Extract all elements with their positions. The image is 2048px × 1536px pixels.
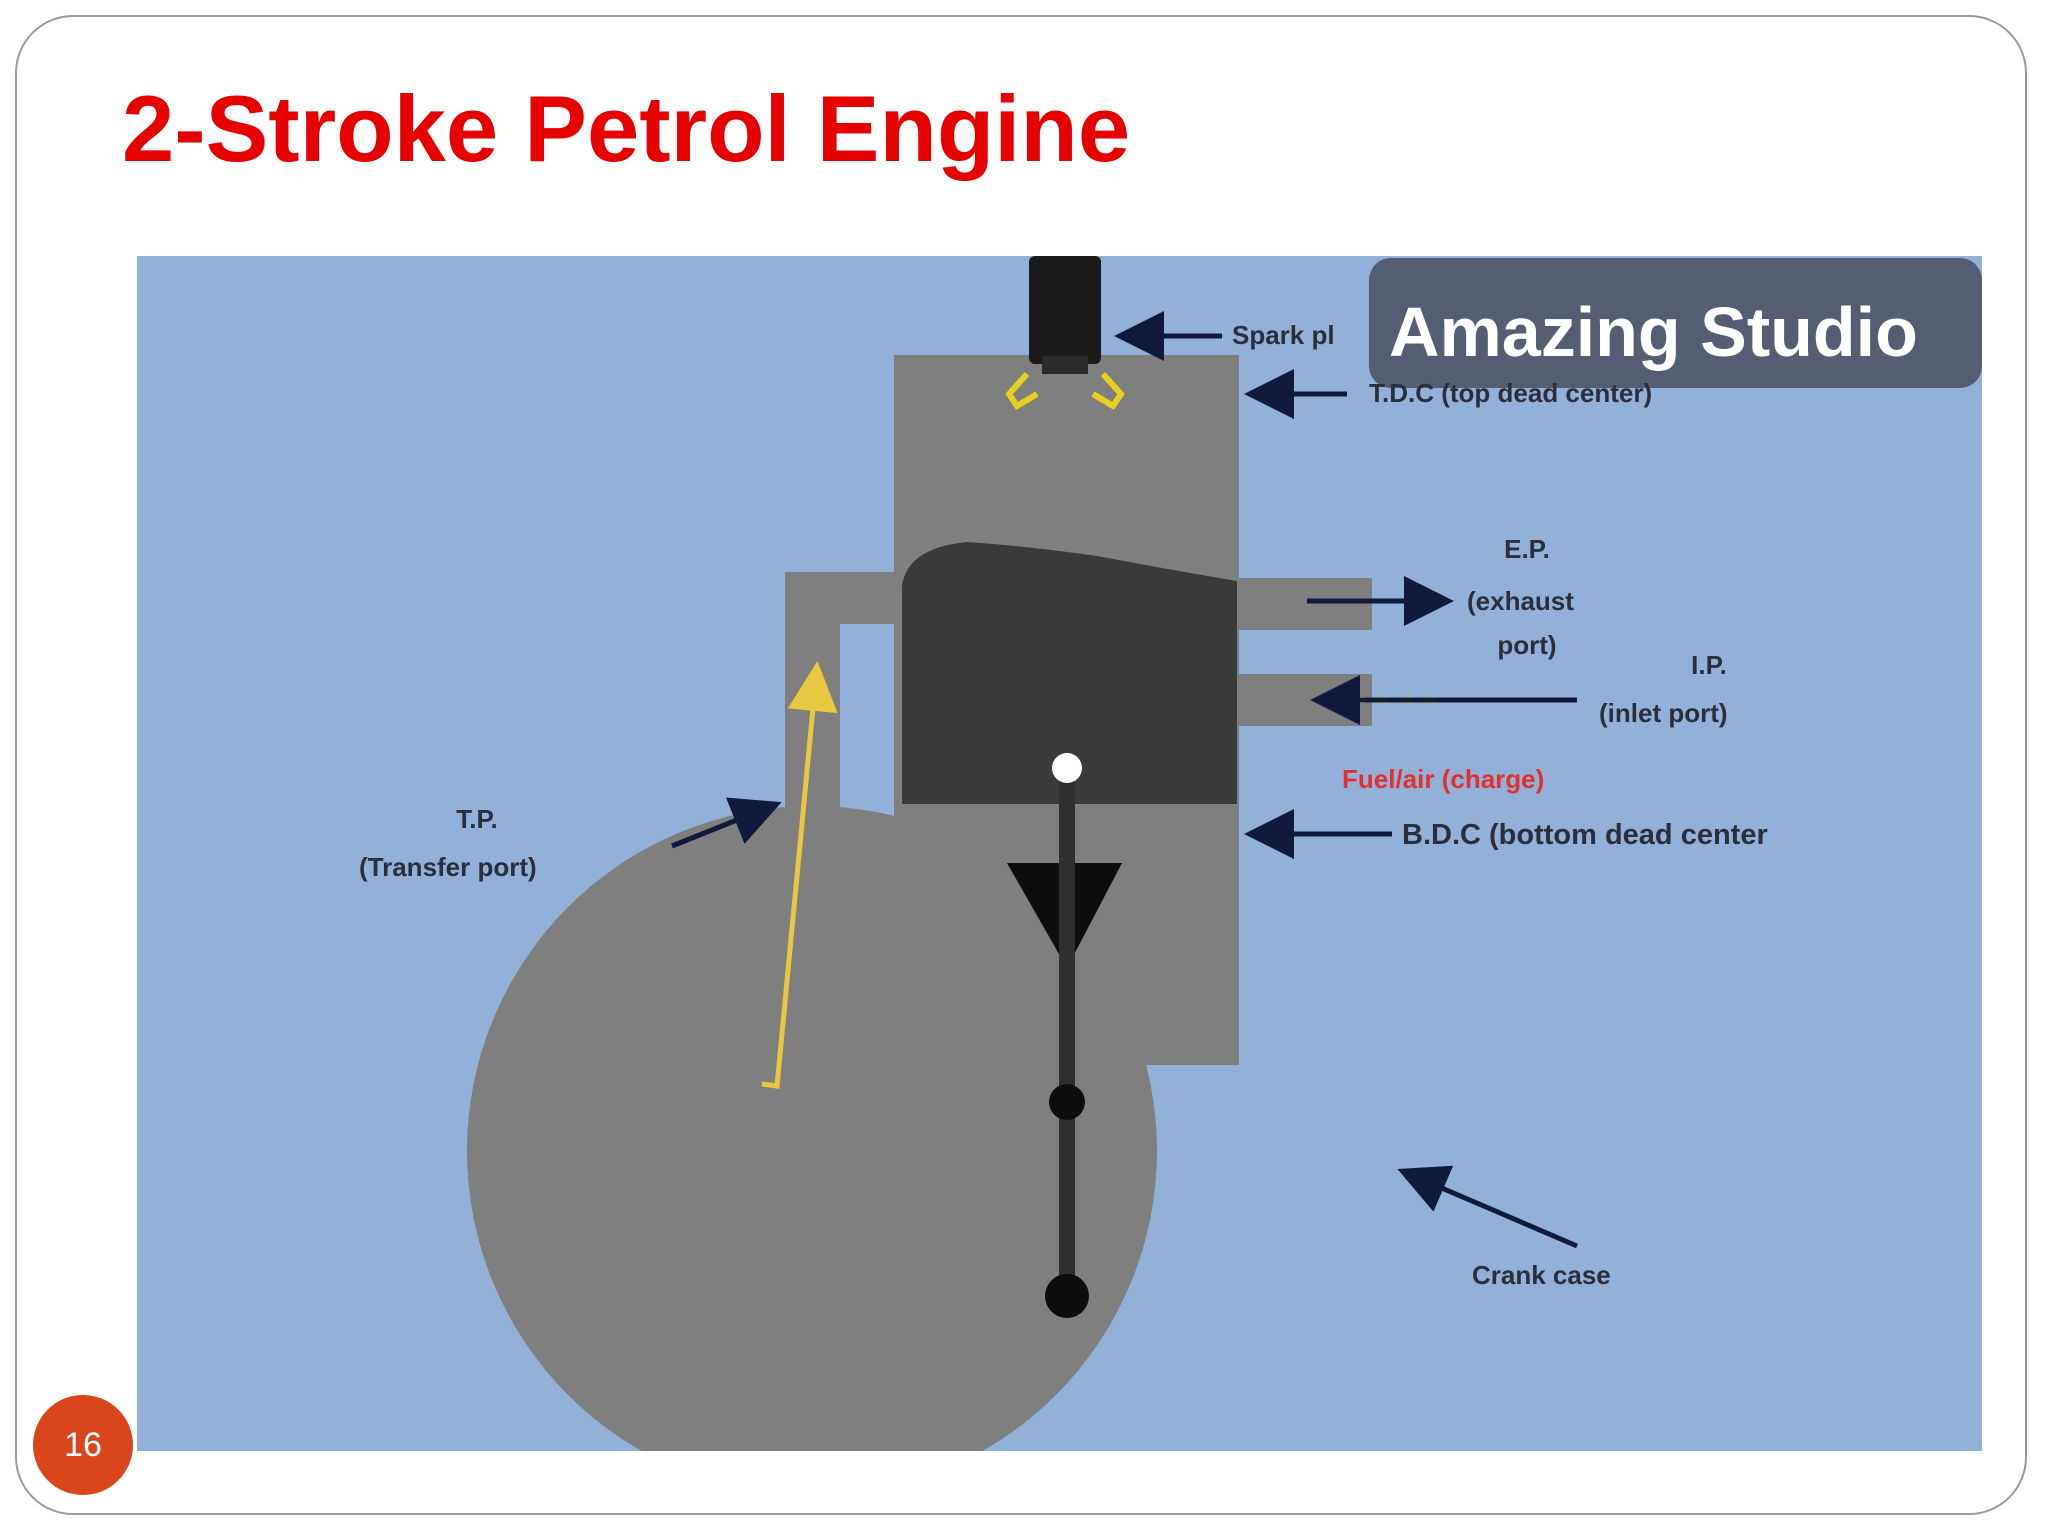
engine-diagram-svg: Amazing Studio Spark pl T.D.C (top dead …	[359, 256, 1982, 1451]
crank-case-arrow	[1397, 1165, 1578, 1249]
label-bdc: B.D.C (bottom dead center	[1402, 819, 1768, 851]
label-ep-line2: port)	[1497, 630, 1556, 660]
exhaust-port	[1237, 578, 1372, 630]
transfer-flow-arrow	[761, 661, 838, 1089]
label-ep-abbr: E.P.	[1504, 534, 1550, 564]
label-ip-name: (inlet port)	[1599, 698, 1728, 728]
gudgeon-pin	[1052, 753, 1082, 783]
engine-diagram: Amazing Studio Spark pl T.D.C (top dead …	[137, 256, 1982, 1451]
spark-electrodes	[1005, 371, 1125, 411]
crank-pin	[1049, 1084, 1085, 1120]
label-crank-case: Crank case	[1472, 1260, 1611, 1290]
label-tp-name: (Transfer port)	[359, 852, 537, 882]
crankshaft-center	[1045, 1274, 1089, 1318]
spark-plug	[1029, 256, 1101, 364]
watermark-text: Amazing Studio	[1389, 293, 1918, 371]
piston	[902, 542, 1237, 804]
transfer-port-duct-side	[785, 572, 840, 1182]
label-fuel-charge: Fuel/air (charge)	[1342, 764, 1544, 794]
spark-plug-base	[1042, 356, 1088, 374]
label-tdc: T.D.C (top dead center)	[1369, 378, 1652, 408]
label-tp-abbr: T.P.	[456, 804, 497, 834]
transfer-port-arrow	[671, 797, 782, 849]
watermark-box	[1369, 258, 1982, 388]
label-spark-plug: Spark pl	[1232, 320, 1335, 350]
page-number-badge: 16	[33, 1395, 133, 1495]
slide-title: 2-Stroke Petrol Engine	[122, 76, 1131, 181]
label-ip-abbr: I.P.	[1691, 650, 1727, 680]
label-ep-line1: (exhaust	[1467, 586, 1574, 616]
